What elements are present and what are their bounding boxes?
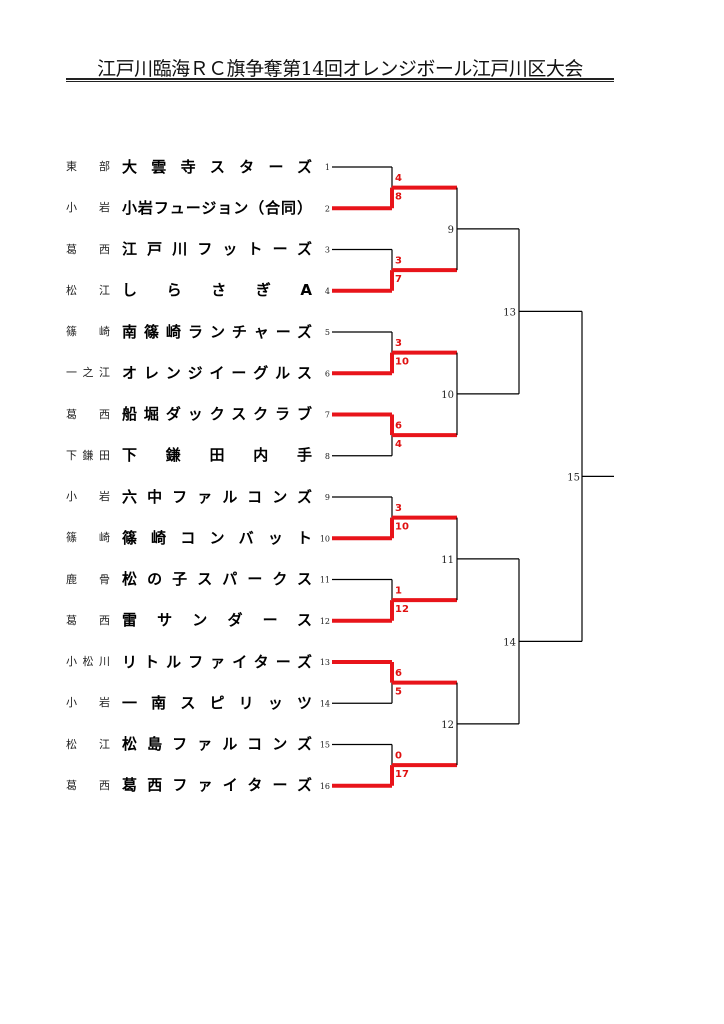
match-number: 14 [503, 637, 516, 648]
team-district: 下鎌田 [66, 448, 110, 462]
seed-number: 8 [325, 452, 330, 461]
team-district: 葛西 [66, 613, 110, 627]
score-label: 10 [395, 522, 409, 533]
team-district: 篠崎 [66, 531, 110, 545]
score-label: 17 [395, 769, 409, 780]
seed-number: 12 [320, 617, 330, 626]
team-district: 葛西 [66, 778, 110, 792]
seed-number: 16 [320, 782, 330, 791]
team-row: 松江しらさぎA [66, 280, 312, 300]
team-row: 篠崎篠崎コンバット [66, 527, 312, 547]
team-name: 篠崎コンバット [122, 528, 312, 547]
seed-number: 1 [325, 163, 330, 172]
score-label: 3 [395, 338, 402, 349]
score-label: 12 [395, 604, 409, 615]
page-title: 江戸川臨海ＲＣ旗争奪第14回オレンジボール江戸川区大会 [97, 58, 583, 80]
team-row: 篠崎南篠崎ランチャーズ [66, 321, 312, 341]
team-district: 小岩 [66, 696, 110, 710]
match-number: 10 [441, 390, 454, 401]
score-label: 4 [395, 439, 402, 450]
score-label: 1 [395, 586, 402, 597]
score-label: 3 [395, 503, 402, 514]
team-row: 一之江オレンジイーグルス [66, 362, 312, 382]
team-name: 松島ファルコンズ [122, 735, 312, 753]
match-number: 13 [503, 307, 516, 318]
team-district: 東部 [66, 160, 110, 173]
team-name: 下鎌田内手 [122, 446, 312, 465]
title-underline [66, 78, 614, 80]
team-name: しらさぎA [122, 281, 312, 300]
team-row: 東部大雲寺スターズ [66, 156, 312, 176]
team-name: 一南スピリッツ [122, 693, 312, 712]
team-row: 小岩小岩フュージョン（合同） [66, 197, 312, 217]
score-label: 7 [395, 274, 402, 285]
team-row: 葛西江戸川フットーズ [66, 239, 312, 259]
team-district: 葛西 [66, 407, 110, 421]
team-district: 小岩 [66, 201, 110, 215]
seed-number: 7 [325, 411, 330, 420]
team-row: 小岩一南スピリッツ [66, 692, 312, 712]
score-label: 8 [395, 192, 402, 203]
seed-number: 3 [325, 246, 330, 255]
seed-number: 13 [320, 658, 330, 667]
seed-number: 5 [325, 328, 330, 337]
team-name: 松の子スパークス [122, 570, 312, 588]
team-name: リトルファイターズ [122, 652, 312, 671]
team-district: 松江 [66, 283, 110, 297]
team-district: 一之江 [66, 366, 110, 380]
team-row: 葛西船堀ダックスクラブ [66, 404, 312, 424]
team-district: 小松川 [66, 655, 110, 668]
seed-number: 15 [320, 741, 330, 750]
seed-number: 11 [320, 576, 330, 585]
final-match-number: 15 [567, 472, 580, 483]
score-label: 0 [395, 751, 402, 762]
team-name: オレンジイーグルス [122, 363, 312, 382]
team-name: 南篠崎ランチャーズ [122, 322, 312, 341]
score-label: 4 [395, 173, 402, 184]
team-row: 鹿骨松の子スパークス [66, 569, 312, 589]
team-row: 葛西雷サンダース [66, 610, 312, 630]
match-number: 12 [441, 720, 454, 731]
team-name: 船堀ダックスクラブ [122, 405, 312, 423]
team-district: 葛西 [66, 242, 110, 256]
score-label: 6 [395, 421, 402, 432]
team-name: 葛西ファイターズ [122, 776, 312, 795]
seed-number: 10 [320, 534, 330, 543]
team-district: 篠崎 [66, 325, 110, 338]
team-district: 小岩 [66, 490, 110, 503]
team-district: 鹿骨 [66, 572, 110, 586]
seed-number: 6 [325, 369, 330, 378]
team-row: 下鎌田下鎌田内手 [66, 445, 312, 465]
team-row: 松江松島ファルコンズ [66, 734, 312, 754]
team-row: 小岩六中ファルコンズ [66, 486, 312, 506]
seed-number: 14 [320, 699, 330, 708]
score-label: 10 [395, 357, 409, 368]
team-name: 六中ファルコンズ [122, 487, 312, 506]
seed-number: 2 [325, 204, 330, 213]
team-name: 雷サンダース [122, 611, 312, 630]
team-name: 大雲寺スターズ [122, 157, 312, 176]
seed-number: 4 [325, 287, 330, 296]
team-row: 小松川リトルファイターズ [66, 651, 312, 671]
seed-number: 9 [325, 493, 330, 502]
team-row: 葛西葛西ファイターズ [66, 775, 312, 795]
team-name: 江戸川フットーズ [122, 240, 312, 258]
team-name: 小岩フュージョン（合同） [122, 198, 312, 217]
match-number: 11 [441, 555, 454, 566]
score-label: 5 [395, 687, 402, 698]
score-label: 3 [395, 256, 402, 267]
title-underline-thin [66, 81, 614, 82]
score-label: 6 [395, 668, 402, 679]
match-number: 9 [448, 225, 454, 236]
team-district: 松江 [66, 737, 110, 751]
